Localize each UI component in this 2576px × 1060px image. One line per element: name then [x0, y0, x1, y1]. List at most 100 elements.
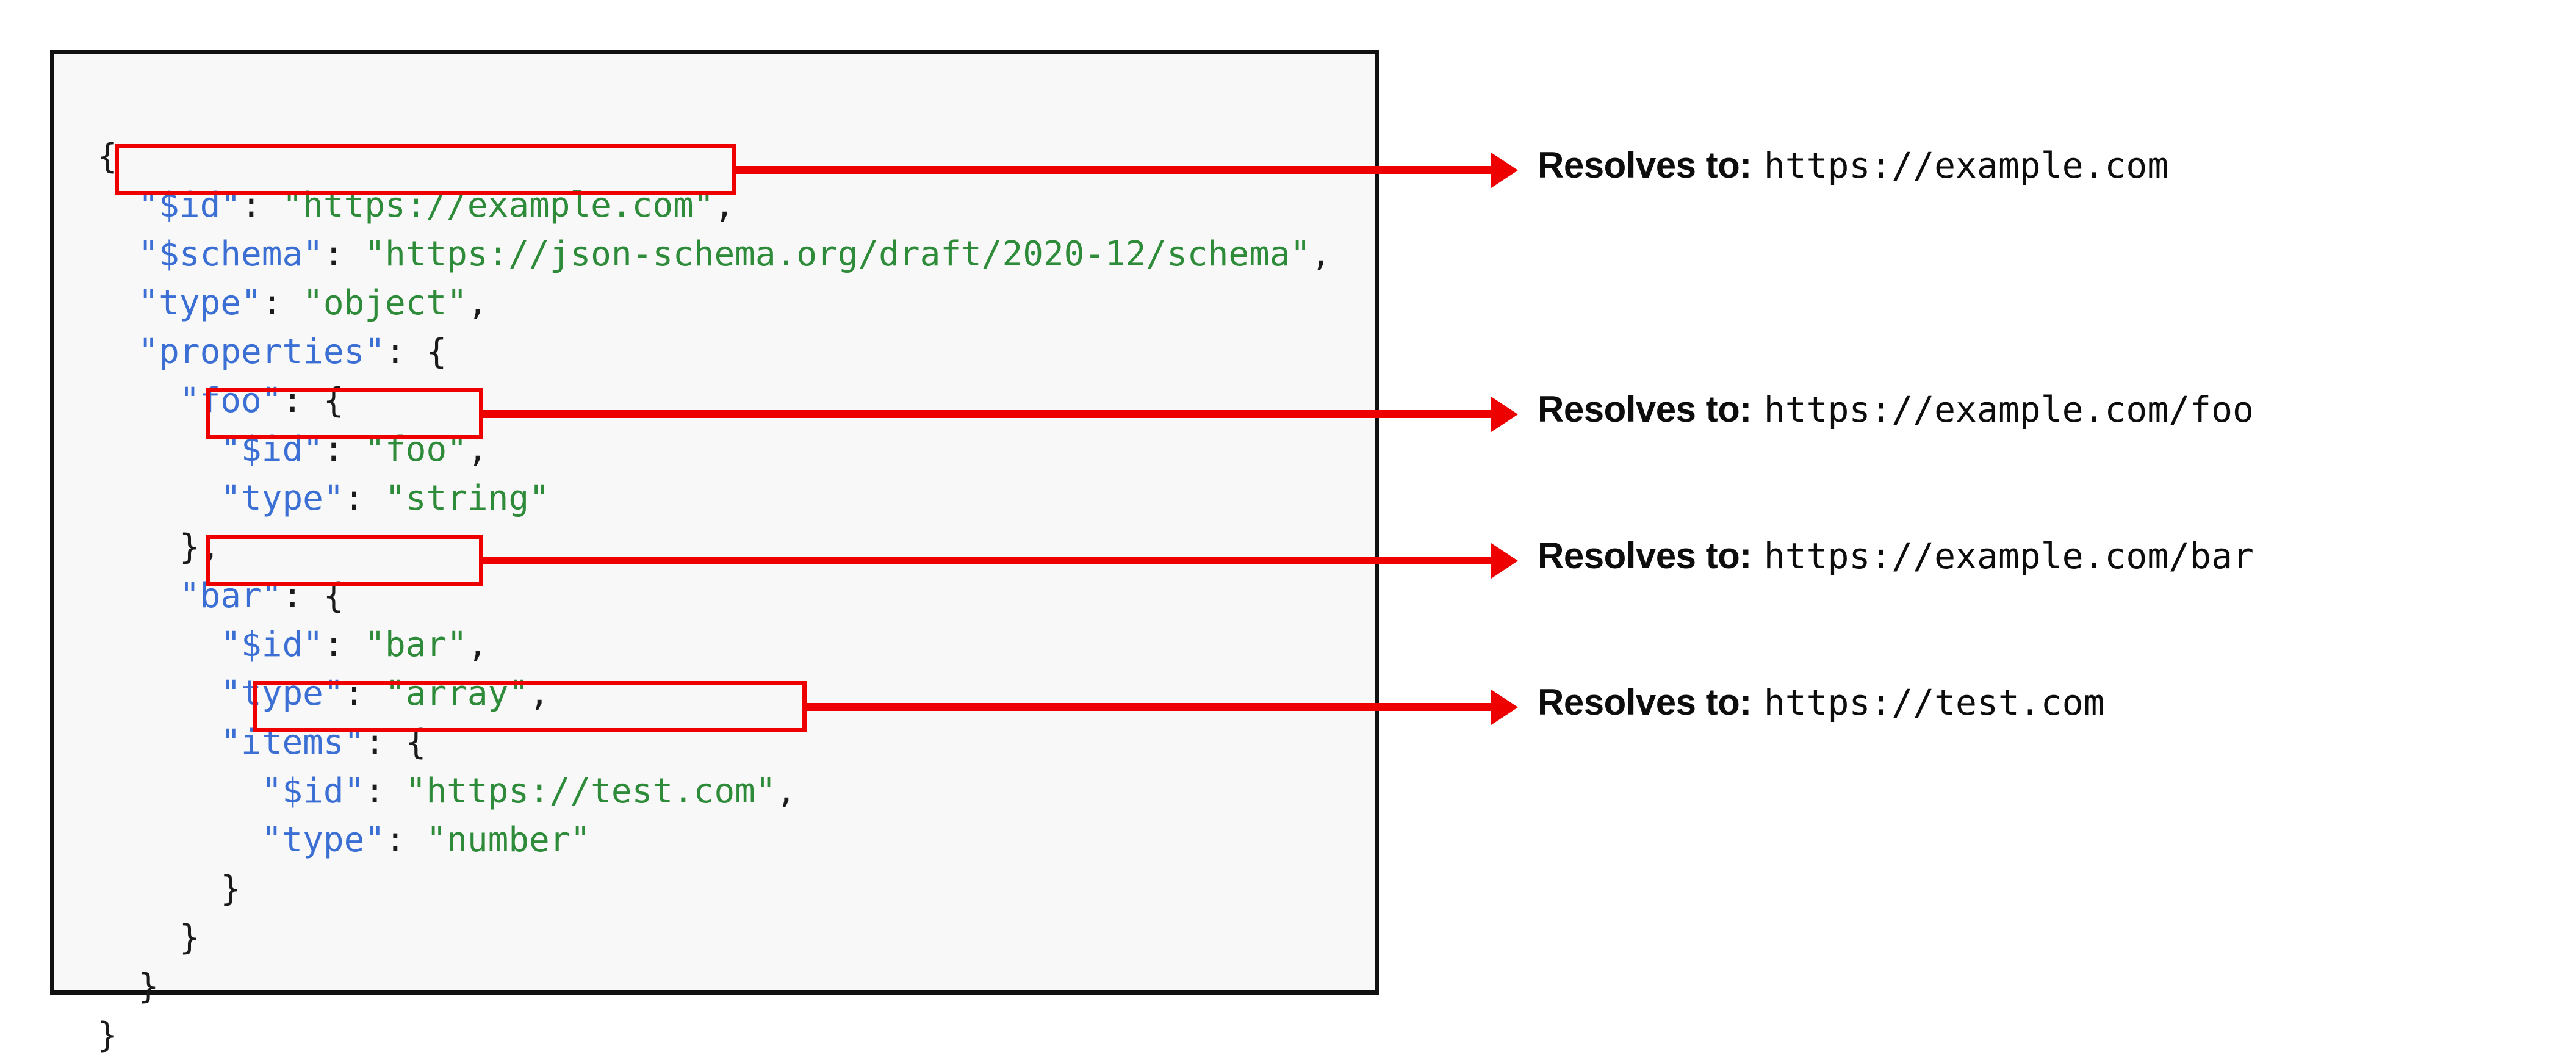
- arrow-items: [807, 703, 1492, 711]
- arrow-foo: [483, 410, 1492, 418]
- json-string-value: "https://example.com": [282, 186, 714, 225]
- json-punctuation: ,: [714, 186, 735, 225]
- resolved-url: https://example.com/bar: [1763, 535, 2254, 577]
- json-punctuation: }: [97, 1015, 118, 1055]
- json-punctuation: ,: [775, 771, 797, 811]
- code-line: "$id": "foo",: [97, 425, 1331, 474]
- json-punctuation: }: [179, 918, 200, 957]
- code-line: }: [97, 1011, 1331, 1060]
- code-indent: [97, 625, 220, 665]
- resolves-to-label: Resolves to:: [1538, 535, 1752, 576]
- code-line: "$id": "bar",: [97, 621, 1331, 669]
- resolves-to-label: Resolves to:: [1538, 145, 1752, 186]
- json-string-value: "string": [385, 478, 550, 518]
- json-string-value: "array": [385, 674, 530, 713]
- json-punctuation: }: [220, 869, 242, 909]
- json-punctuation: :: [364, 771, 406, 811]
- code-line: "foo": {: [97, 377, 1331, 425]
- code-indent: [97, 869, 220, 909]
- code-indent: [97, 918, 179, 957]
- code-line: }: [97, 962, 1331, 1011]
- resolved-url: https://example.com: [1763, 145, 2169, 186]
- json-string-value: "https://json-schema.org/draft/2020-12/s…: [364, 234, 1311, 274]
- code-line: "$id": "https://test.com",: [97, 767, 1331, 816]
- json-punctuation: :: [261, 283, 303, 323]
- code-line: }: [97, 865, 1331, 914]
- code-indent: [97, 332, 138, 372]
- code-line: }: [97, 914, 1331, 962]
- json-punctuation: ,: [467, 283, 488, 323]
- json-punctuation: : {: [282, 576, 344, 616]
- json-punctuation: :: [385, 820, 426, 860]
- code-indent: [97, 674, 220, 713]
- code-line: },: [97, 523, 1331, 572]
- resolution-row: Resolves to: https://example.com/foo: [1538, 388, 2254, 430]
- json-key: "type": [220, 478, 344, 518]
- json-key: "$id": [261, 771, 365, 811]
- json-key: "type": [138, 283, 262, 323]
- resolved-url: https://example.com/foo: [1763, 389, 2254, 430]
- code-indent: [97, 381, 179, 420]
- json-punctuation: : {: [282, 381, 344, 420]
- code-indent: [97, 527, 179, 567]
- json-punctuation: : {: [364, 723, 426, 762]
- code-line: "type": "string": [97, 474, 1331, 523]
- json-punctuation: },: [179, 527, 221, 567]
- json-punctuation: :: [323, 430, 365, 469]
- resolution-row: Resolves to: https://example.com/bar: [1538, 535, 2254, 577]
- json-key: "$schema": [138, 234, 323, 274]
- json-key: "$id": [138, 186, 242, 225]
- code-indent: [97, 234, 138, 274]
- code-line: "$id": "https://example.com",: [97, 181, 1331, 230]
- code-line: "type": "array",: [97, 669, 1331, 718]
- code-indent: [97, 723, 220, 762]
- json-string-value: "number": [426, 820, 591, 860]
- resolves-to-label: Resolves to:: [1538, 682, 1752, 723]
- json-punctuation: :: [323, 625, 365, 665]
- json-punctuation: : {: [385, 332, 447, 372]
- json-string-value: "foo": [364, 430, 467, 469]
- json-string-value: "object": [303, 283, 467, 323]
- json-punctuation: ,: [1311, 234, 1331, 274]
- json-key: "properties": [138, 332, 386, 372]
- json-punctuation: }: [138, 967, 159, 1006]
- json-punctuation: ,: [467, 430, 488, 469]
- code-indent: [97, 186, 138, 225]
- json-punctuation: :: [323, 234, 365, 274]
- json-key: "foo": [179, 381, 282, 420]
- code-indent: [97, 820, 262, 860]
- code-indent: [97, 576, 179, 616]
- code-indent: [97, 283, 138, 323]
- code-line: {: [97, 132, 1331, 181]
- json-punctuation: :: [344, 674, 386, 713]
- json-key: "bar": [179, 576, 282, 616]
- json-punctuation: :: [344, 478, 386, 518]
- resolution-row: Resolves to: https://example.com: [1538, 144, 2168, 186]
- json-punctuation: :: [241, 186, 282, 225]
- json-key: "type": [220, 674, 344, 713]
- json-punctuation: ,: [467, 625, 488, 665]
- code-indent: [97, 478, 220, 518]
- code-line: "properties": {: [97, 328, 1331, 377]
- json-key: "$id": [220, 430, 323, 469]
- code-line: "bar": {: [97, 572, 1331, 621]
- json-key: "type": [261, 820, 386, 860]
- json-code-listing: { "$id": "https://example.com", "$schema…: [97, 132, 1331, 1060]
- code-indent: [97, 430, 220, 469]
- arrow-root: [736, 166, 1492, 174]
- json-key: "items": [220, 723, 365, 762]
- resolves-to-label: Resolves to:: [1538, 389, 1752, 430]
- code-line: "items": {: [97, 718, 1331, 767]
- resolved-url: https://test.com: [1763, 682, 2105, 723]
- code-line: "$schema": "https://json-schema.org/draf…: [97, 230, 1331, 279]
- arrow-bar: [483, 557, 1492, 564]
- code-indent: [97, 771, 262, 811]
- json-string-value: "https://test.com": [405, 771, 776, 811]
- json-string-value: "bar": [364, 625, 467, 665]
- code-indent: [97, 967, 138, 1006]
- json-punctuation: ,: [529, 674, 550, 713]
- json-punctuation: {: [97, 137, 118, 176]
- code-line: "type": "number": [97, 816, 1331, 865]
- resolution-row: Resolves to: https://test.com: [1538, 681, 2104, 723]
- json-code-panel: { "$id": "https://example.com", "$schema…: [50, 50, 1379, 1055]
